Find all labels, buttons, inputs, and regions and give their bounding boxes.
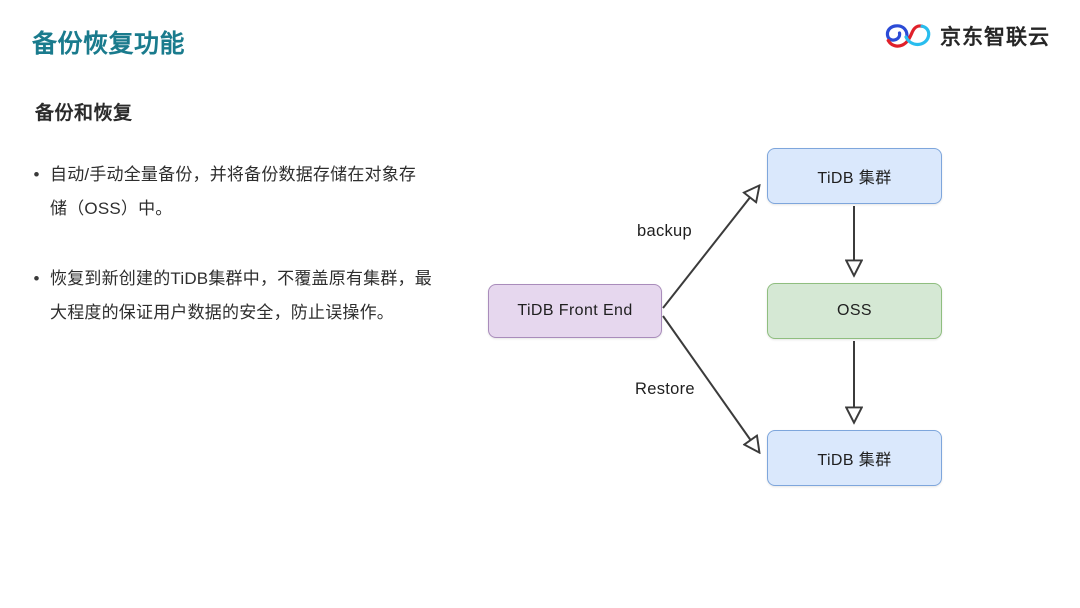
edge-restore [662, 315, 759, 452]
bullet-dot-icon: • [33, 269, 40, 288]
node-tidb-cluster-backup-source[interactable]: TiDB 集群 [767, 148, 942, 204]
backup-restore-flowchart: TiDB Front End TiDB 集群 OSS TiDB 集群 backu… [460, 120, 1060, 520]
edge-label-backup: backup [637, 222, 693, 240]
node-tidb-cluster-restore-target[interactable]: TiDB 集群 [767, 430, 942, 486]
node-oss-storage[interactable]: OSS [767, 283, 942, 339]
brand-name: 京东智联云 [940, 26, 1050, 49]
list-item: • 自动/手动全量备份，并将备份数据存储在对象存储（OSS）中。 [33, 158, 433, 226]
list-item-text: 自动/手动全量备份，并将备份数据存储在对象存储（OSS）中。 [50, 165, 417, 218]
jd-cloud-infinity-logo-icon [885, 24, 931, 48]
edge-label-restore: Restore [635, 380, 695, 398]
list-item-text: 恢复到新创建的TiDB集群中，不覆盖原有集群，最大程度的保证用户数据的安全，防止… [50, 269, 432, 322]
list-item: • 恢复到新创建的TiDB集群中，不覆盖原有集群，最大程度的保证用户数据的安全，… [33, 262, 433, 330]
flowchart-connectors [662, 120, 1060, 520]
bullet-dot-icon: • [33, 165, 40, 184]
brand-logo: 京东智联云 [885, 18, 1050, 54]
node-tidb-front-end[interactable]: TiDB Front End [488, 284, 662, 338]
edge-backup [662, 186, 759, 309]
section-heading: 备份和恢复 [35, 103, 133, 124]
page-title: 备份恢复功能 [32, 30, 186, 58]
